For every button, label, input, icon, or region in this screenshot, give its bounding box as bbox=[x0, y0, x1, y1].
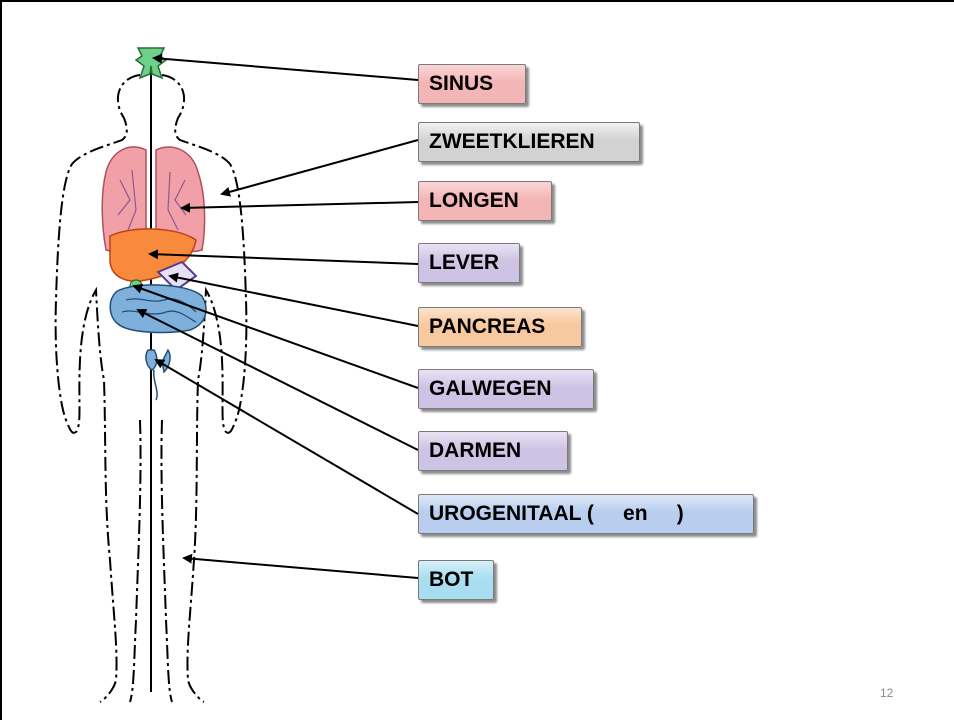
arrow-urogenitaal bbox=[156, 360, 418, 514]
arrow-darmen bbox=[138, 310, 418, 450]
arrow-bot bbox=[184, 558, 418, 578]
label-sinus: SINUS bbox=[418, 64, 526, 104]
label-urogenitaal: UROGENITAAL ( en ) bbox=[418, 494, 754, 534]
label-zweetklieren: ZWEETKLIEREN bbox=[418, 122, 640, 162]
slide-number: 12 bbox=[880, 686, 893, 700]
arrow-sinus bbox=[154, 58, 418, 80]
label-pancreas: PANCREAS bbox=[418, 307, 582, 347]
arrow-longen bbox=[182, 202, 418, 208]
urogenital-organ bbox=[146, 350, 170, 400]
label-darmen: DARMEN bbox=[418, 431, 568, 471]
intestines-organ bbox=[110, 285, 206, 333]
arrow-pancreas bbox=[170, 276, 418, 326]
label-galwegen: GALWEGEN bbox=[418, 369, 594, 409]
label-bot: BOT bbox=[418, 560, 494, 600]
label-lever: LEVER bbox=[418, 243, 520, 283]
label-longen: LONGEN bbox=[418, 181, 552, 221]
arrow-zweetklieren bbox=[222, 140, 418, 194]
arrow-lever bbox=[150, 254, 418, 264]
